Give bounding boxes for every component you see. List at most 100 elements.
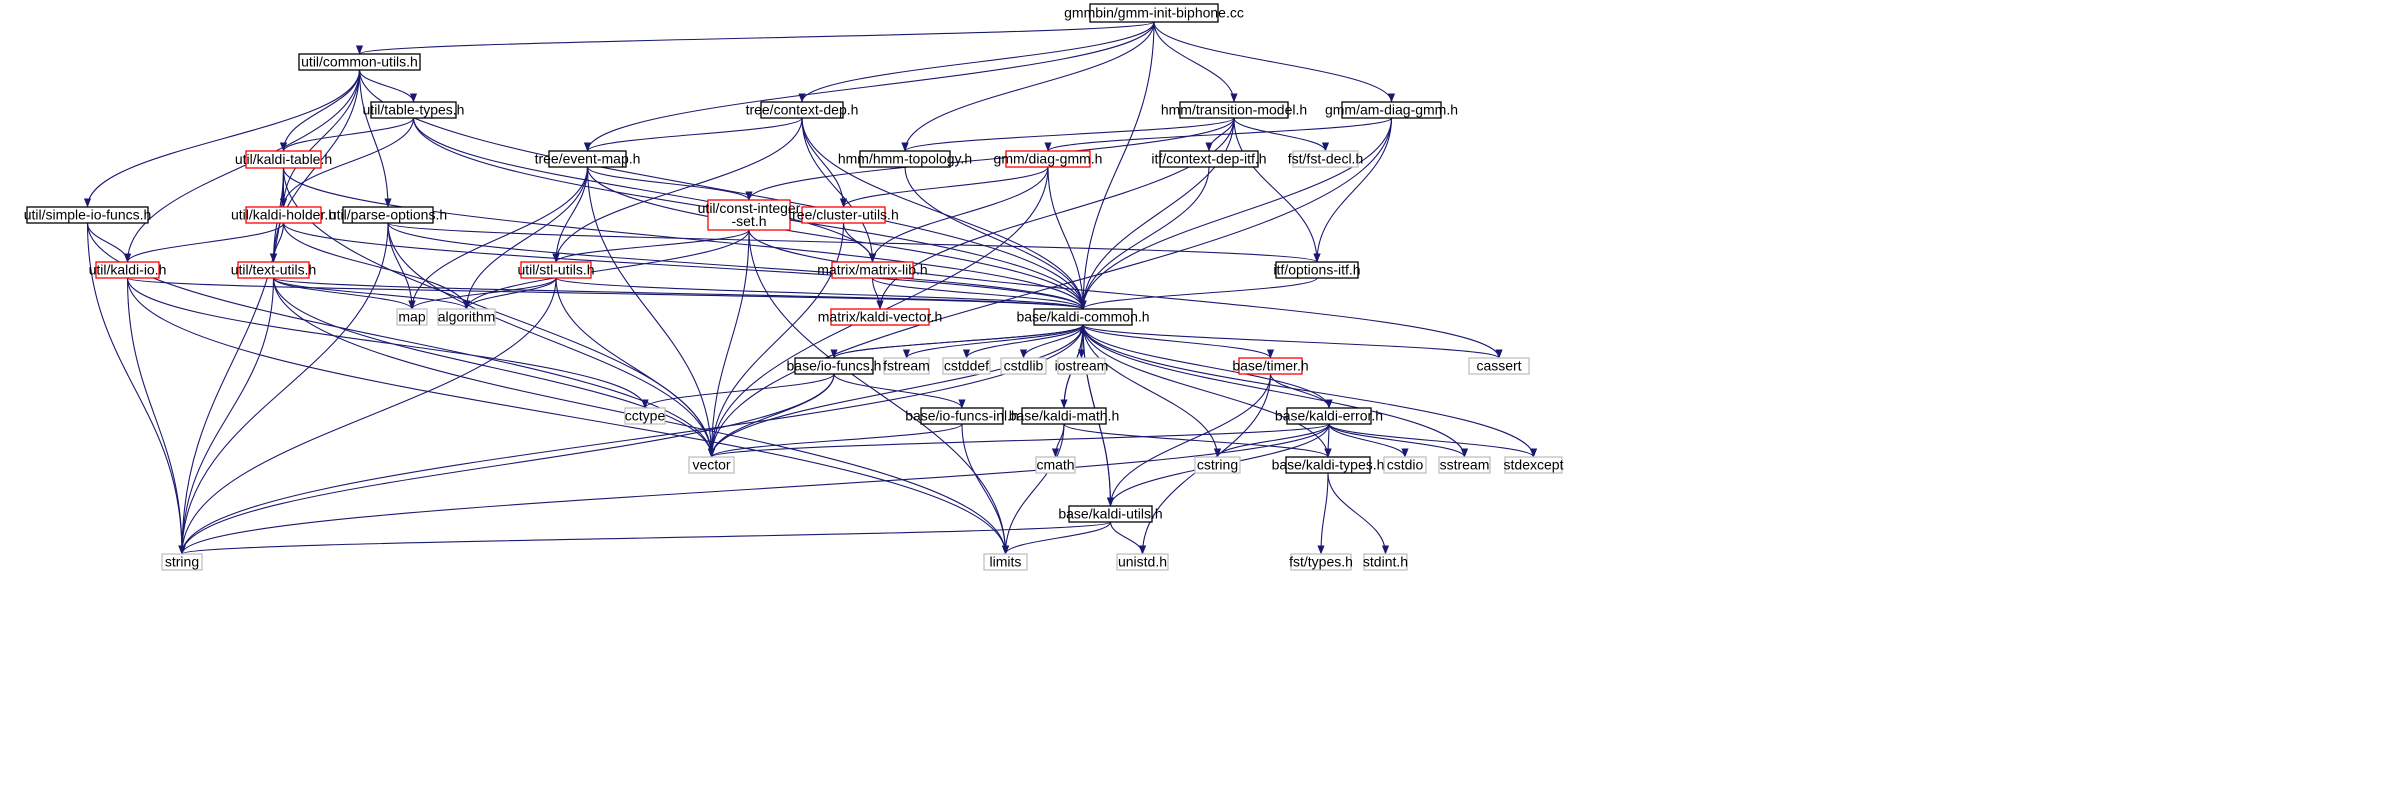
edge-tt-to-kt: [279, 117, 415, 152]
node-box-stl: [520, 261, 592, 279]
edge-clu-to-ml: [842, 222, 877, 263]
node-kc[interactable]: base/kaldi-common.h: [1016, 308, 1150, 326]
node-box-oi: [1275, 261, 1359, 279]
edge-cu-to-kio: [123, 69, 361, 263]
node-box-cassert: [1468, 357, 1530, 375]
node-kio[interactable]: util/kaldi-io.h: [89, 261, 167, 279]
node-alg: algorithm: [437, 308, 496, 326]
node-label-string: string: [165, 554, 199, 570]
node-kv[interactable]: matrix/kaldi-vector.h: [818, 308, 942, 326]
node-fd: fst/fst-decl.h: [1288, 150, 1363, 168]
node-kh[interactable]: util/kaldi-holder.h: [231, 206, 336, 224]
edge-ku-to-limits: [1001, 521, 1112, 555]
edge-iof-to-cctype: [641, 373, 835, 409]
edge-txu-to-string: [178, 277, 275, 555]
node-sstream: sstream: [1438, 456, 1491, 474]
node-label-alg: algorithm: [438, 309, 496, 325]
node-tm[interactable]: hmm/transition-model.h: [1161, 101, 1307, 119]
node-oi[interactable]: itf/options-itf.h: [1273, 261, 1361, 279]
node-label-cdi: itf/context-dep-itf.h: [1151, 151, 1266, 167]
edge-ke-to-sstream: [1328, 423, 1469, 458]
node-stl[interactable]: util/stl-utils.h: [517, 261, 595, 279]
node-cd[interactable]: tree/context-dep.h: [746, 101, 859, 119]
node-iofi[interactable]: base/io-funcs-inl.h: [905, 407, 1019, 425]
edge-kh-to-kio: [123, 222, 285, 263]
edge-cis-to-alg: [462, 229, 750, 310]
edge-km-to-limits: [1001, 423, 1065, 555]
edge-clu-to-vector: [707, 222, 845, 458]
node-em[interactable]: tree/event-map.h: [535, 150, 641, 168]
node-label-kc: base/kaldi-common.h: [1016, 309, 1149, 325]
node-cu[interactable]: util/common-utils.h: [298, 53, 421, 71]
node-box-cstdlib: [1000, 357, 1047, 375]
edge-root-to-em: [583, 21, 1155, 152]
node-label-dg: gmm/diag-gmm.h: [994, 151, 1103, 167]
node-label-clu: tree/cluster-utils.h: [788, 207, 898, 223]
node-box-kio: [95, 261, 160, 279]
node-ktyp[interactable]: base/kaldi-types.h: [1272, 456, 1385, 474]
edge-kio-to-cctype: [126, 277, 649, 409]
node-label-cis-1: -set.h: [731, 213, 766, 229]
node-sif[interactable]: util/simple-io-funcs.h: [24, 206, 152, 224]
node-tt[interactable]: util/table-types.h: [363, 101, 465, 119]
node-txu[interactable]: util/text-utils.h: [231, 261, 317, 279]
edge-cu-to-sif: [83, 69, 361, 208]
node-label-hth: hmm/hmm-topology.h: [838, 151, 972, 167]
edge-kc-to-cstddef: [962, 324, 1084, 359]
node-label-unistd: unistd.h: [1118, 554, 1167, 570]
node-label-sstream: sstream: [1440, 457, 1490, 473]
node-label-kh: util/kaldi-holder.h: [231, 207, 336, 223]
node-label-timer: base/timer.h: [1232, 358, 1308, 374]
node-kt[interactable]: util/kaldi-table.h: [235, 150, 332, 169]
node-clu[interactable]: tree/cluster-utils.h: [788, 206, 899, 224]
node-label-ku: base/kaldi-utils.h: [1058, 506, 1162, 522]
node-hth[interactable]: hmm/hmm-topology.h: [838, 150, 972, 168]
node-box-kh: [245, 206, 322, 224]
node-box-ku: [1068, 505, 1153, 523]
node-box-cis: [707, 199, 791, 231]
node-cdi[interactable]: itf/context-dep-itf.h: [1151, 150, 1267, 168]
node-label-cd: tree/context-dep.h: [746, 102, 859, 118]
edge-kc-to-fstream: [903, 324, 1084, 359]
node-label-cstdio: cstdio: [1387, 457, 1424, 473]
node-label-cctype: cctype: [625, 408, 666, 424]
node-box-kt: [245, 150, 322, 169]
node-label-iostream: iostream: [1055, 358, 1109, 374]
node-label-fd: fst/fst-decl.h: [1288, 151, 1363, 167]
edge-em-to-map: [408, 166, 589, 310]
node-amg[interactable]: gmm/am-diag-gmm.h: [1325, 101, 1458, 119]
edge-tm-to-fd: [1233, 117, 1330, 152]
node-box-cu: [298, 53, 421, 71]
node-cis[interactable]: util/const-integer-set.h: [698, 199, 801, 231]
edge-ku-to-string: [178, 521, 1112, 555]
edge-ktyp-to-stdint: [1327, 472, 1390, 555]
edge-dg-to-clu: [839, 166, 1049, 208]
node-ml[interactable]: matrix/matrix-lib.h: [817, 261, 928, 279]
node-ku[interactable]: base/kaldi-utils.h: [1058, 505, 1163, 523]
node-unistd: unistd.h: [1116, 553, 1169, 571]
node-vector: vector: [688, 456, 735, 474]
node-box-map: [396, 308, 428, 326]
node-po[interactable]: util/parse-options.h: [329, 206, 447, 224]
node-box-iofi: [920, 407, 1004, 425]
node-ke[interactable]: base/kaldi-error.h: [1275, 407, 1383, 425]
node-dg[interactable]: gmm/diag-gmm.h: [994, 150, 1103, 168]
edge-tm-to-hth: [901, 117, 1235, 152]
edge-em-to-vector: [586, 166, 716, 458]
edge-kc-to-ke: [1082, 324, 1333, 409]
node-label-em: tree/event-map.h: [535, 151, 641, 167]
edge-tm-to-oi: [1233, 117, 1321, 263]
node-cstdlib: cstdlib: [1000, 357, 1047, 375]
node-km[interactable]: base/kaldi-math.h: [1009, 407, 1120, 425]
node-timer[interactable]: base/timer.h: [1232, 357, 1309, 375]
edge-ml-to-kc: [871, 277, 1087, 310]
edge-kh-to-txu: [269, 222, 285, 263]
edge-ke-to-vector: [708, 423, 1330, 458]
node-label-tt: util/table-types.h: [363, 102, 465, 118]
node-iof[interactable]: base/io-funcs.h: [787, 357, 882, 375]
node-label-stdint: stdint.h: [1363, 554, 1408, 570]
node-box-sif: [26, 206, 149, 224]
node-root[interactable]: gmmbin/gmm-init-biphone.cc: [1064, 3, 1244, 23]
edge-stl-to-map: [408, 277, 557, 310]
